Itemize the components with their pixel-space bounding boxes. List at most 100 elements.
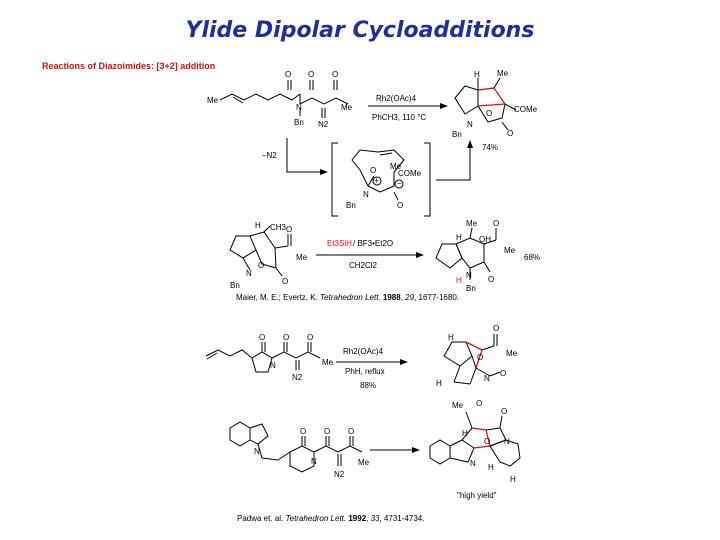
s3sm-o1: O xyxy=(259,333,265,342)
ref2-year: 1992 xyxy=(348,514,367,523)
scheme4-reaction-arrow xyxy=(370,447,420,453)
scheme3-starting-material: O O O Me N N2 xyxy=(205,333,334,382)
s2p-o2: O xyxy=(488,275,494,284)
scheme1-yield: 74% xyxy=(482,143,498,152)
scheme1-starting-material: Me O O O Me N Bn N2 xyxy=(207,70,353,129)
sm1-me-label: Me xyxy=(207,96,219,105)
reference-padwa: Padwa et. al. Tetrahedron Lett. 1992, 33… xyxy=(237,514,425,523)
s4p-me: Me xyxy=(452,401,464,410)
s2sm-h: H xyxy=(255,221,261,230)
ylide-o2: O xyxy=(397,201,403,210)
s3sm-o2: O xyxy=(283,333,289,342)
s3p-o2: O xyxy=(477,353,483,362)
scheme2-product: H Me OH O Me H N Bn O 68% xyxy=(435,219,540,293)
sm1-o3: O xyxy=(332,70,338,79)
ref2-pages: , 4731-4734. xyxy=(379,514,425,523)
s4sm-me: Me xyxy=(358,458,370,467)
p1-come: COMe xyxy=(514,105,538,114)
p1-bn: Bn xyxy=(452,130,462,139)
s2sm-o: O xyxy=(286,225,292,234)
scheme1-ylide-intermediate: + − Me COMe O N Bn O xyxy=(331,142,431,217)
sm1-n: N xyxy=(296,103,302,112)
ylide-o: O xyxy=(370,166,376,175)
scheme2-yield: 68% xyxy=(524,253,540,262)
p1-o-bridge: O xyxy=(486,109,492,118)
s4sm-o3: O xyxy=(348,427,354,436)
s2p-me: Me xyxy=(466,219,478,228)
s4sm-o1: O xyxy=(300,427,306,436)
s4p-n: N xyxy=(504,437,510,446)
s3p-me: Me xyxy=(506,349,518,358)
scheme3-reagent-top: Rh2(OAc)4 xyxy=(343,347,384,356)
ref1-volume: 29 xyxy=(405,293,415,302)
scheme1-reagent-bottom: PhCH3, 110 °C xyxy=(372,113,426,122)
ref1-year: 1988 xyxy=(382,293,401,302)
s3sm-o3: O xyxy=(307,333,313,342)
ylide-me: Me xyxy=(390,162,402,171)
ylide-bn: Bn xyxy=(346,201,356,210)
ref2-volume: 33 xyxy=(370,514,380,523)
section-subtitle: Reactions of Diazoimides: [3+2] addition xyxy=(42,61,216,71)
s3p-o: O xyxy=(493,324,499,333)
s2p-oh: OH xyxy=(479,235,491,244)
s4p-o2: O xyxy=(501,407,507,416)
scheme1-reagent-top: Rh2(OAc)4 xyxy=(376,94,417,103)
sm1-me2: Me xyxy=(341,103,353,112)
s4p-h3: H xyxy=(510,475,516,484)
s4p-h1: H xyxy=(462,429,468,438)
scheme3-yield: 88% xyxy=(360,381,376,390)
s2p-h: H xyxy=(456,233,462,242)
s2p-n: N xyxy=(466,271,472,280)
s3p-h2: H xyxy=(436,379,442,388)
ref1-journal: Tetrahedron Lett. xyxy=(320,293,381,302)
scheme2-reagent-bottom: CH2Cl2 xyxy=(349,261,378,270)
s4sm-n: N xyxy=(254,447,260,456)
s2sm-o2: O xyxy=(282,277,288,286)
scheme3-reaction-arrow: Rh2(OAc)4 PhH, reflux 88% xyxy=(336,347,408,390)
sm1-bn: Bn xyxy=(294,118,304,127)
scheme2-reaction-arrow: Et3SiH / BF3•Et2O CH2Cl2 xyxy=(316,239,424,270)
ref2-authors: Padwa et. al. xyxy=(237,514,284,523)
s3p-n: N xyxy=(484,374,490,383)
scheme1-product: H Me COMe N Bn O O 74% xyxy=(452,69,538,152)
scheme2-starting-material: H CH3 O Me N Bn O O xyxy=(229,221,308,290)
s4p-o3: O xyxy=(484,437,490,446)
s3sm-n: N xyxy=(270,361,276,370)
reference-maier: Maier, M. E.; Evertz, K. Tetrahedron Let… xyxy=(236,293,459,302)
s2sm-ch3: CH3 xyxy=(270,223,287,232)
ref1-pages: , 1677-1680. xyxy=(414,293,459,302)
ylide-come: COMe xyxy=(398,169,422,178)
s2sm-bn: Bn xyxy=(230,281,240,290)
s2p-o: O xyxy=(493,219,499,228)
scheme2-reagent-black: / BF3•Et2O xyxy=(353,239,393,248)
p1-me: Me xyxy=(497,69,509,78)
scheme3-reagent-mid: PhH, reflux xyxy=(345,367,385,376)
s4p-h2: H xyxy=(488,463,494,472)
scheme2-reagent-red: Et3SiH xyxy=(327,239,352,248)
ylide-minus: − xyxy=(397,179,402,188)
scheme1-n2-loss-arrow: –N2 xyxy=(262,138,328,175)
scheme3-product: H O Me O N O H xyxy=(436,324,518,388)
scheme4-product: Me O O H O N N H H "high yield" xyxy=(429,399,521,500)
s4p-n2: N xyxy=(470,459,476,468)
s2p-bn: Bn xyxy=(466,284,476,293)
ref2-journal: Tetrahedron Lett. xyxy=(285,514,347,523)
ref1-authors: Maier, M. E.; Evertz, K. xyxy=(236,293,318,302)
sm1-o2: O xyxy=(308,70,314,79)
p1-h: H xyxy=(474,70,480,79)
scheme4-starting-material: N O O O Me N N2 xyxy=(229,421,370,479)
s2sm-o-bridge: O xyxy=(258,261,264,270)
s2sm-me: Me xyxy=(296,253,308,262)
s3sm-n2: N2 xyxy=(292,373,303,382)
scheme1-cyclization-arrow xyxy=(436,140,473,181)
ylide-n: N xyxy=(363,190,369,199)
s4sm-n2: N xyxy=(311,457,317,466)
slide-title: Ylide Dipolar Cycloadditions xyxy=(185,18,535,43)
s3sm-me: Me xyxy=(322,358,334,367)
s2p-h-red: H xyxy=(456,276,462,285)
sm1-n2: N2 xyxy=(318,120,329,129)
scheme1-loss-label: –N2 xyxy=(262,151,277,160)
scheme4-yield: "high yield" xyxy=(457,491,497,500)
sm1-o1: O xyxy=(285,70,291,79)
